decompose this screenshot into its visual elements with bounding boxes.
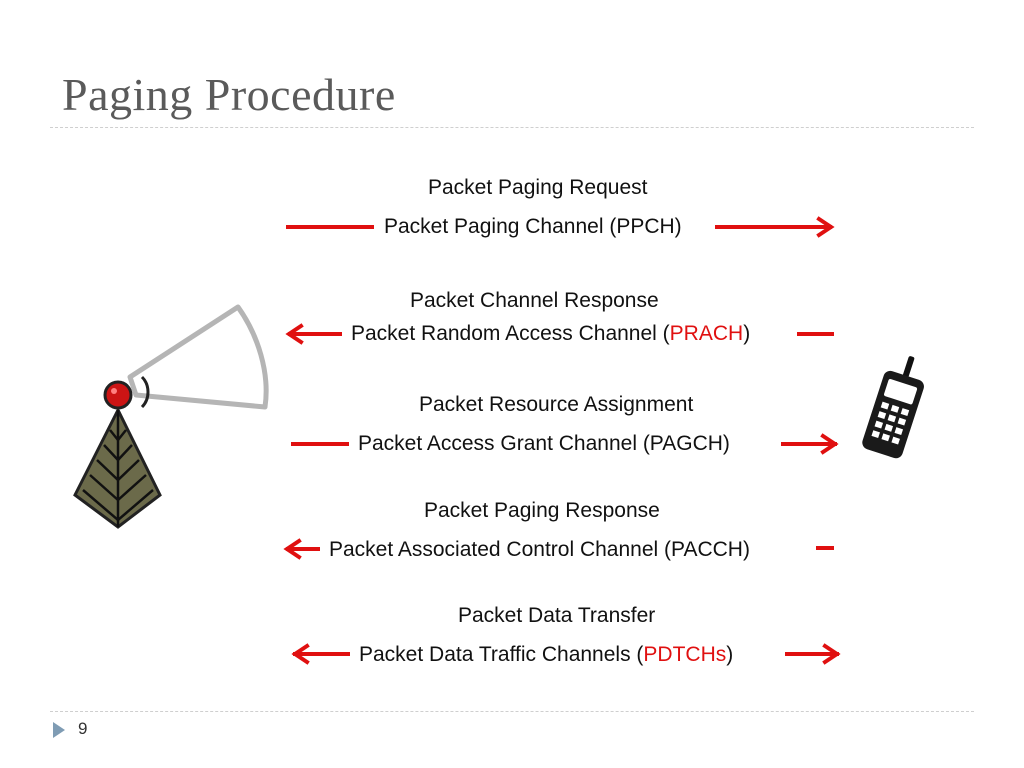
arrowhead-left	[283, 538, 302, 560]
message-label: Packet Paging Request	[428, 176, 648, 199]
channel-label: Packet Random Access Channel (PRACH)	[351, 322, 751, 345]
channel-label: Packet Paging Channel (PPCH)	[384, 215, 682, 238]
message-label: Packet Data Transfer	[458, 604, 656, 627]
cell-tower-icon	[73, 304, 269, 529]
arrowhead-right	[820, 433, 839, 455]
title-divider	[50, 127, 974, 128]
arrowhead-right	[816, 216, 835, 238]
channel-label: Packet Access Grant Channel (PAGCH)	[358, 432, 730, 455]
arrowhead-right	[822, 643, 841, 665]
message-label: Packet Resource Assignment	[419, 393, 694, 416]
message-label: Packet Paging Response	[424, 499, 660, 522]
channel-label: Packet Associated Control Channel (PACCH…	[329, 538, 750, 561]
bullet-triangle-icon	[53, 722, 65, 738]
mobile-phone-icon	[862, 356, 924, 459]
slide-title: Paging Procedure	[62, 69, 396, 120]
page-number: 9	[78, 719, 88, 738]
message-label: Packet Channel Response	[410, 289, 659, 312]
arrowhead-left	[291, 643, 310, 665]
arrowhead-left	[285, 323, 304, 345]
footer-divider	[50, 711, 974, 712]
channel-label: Packet Data Traffic Channels (PDTCHs)	[359, 643, 734, 666]
